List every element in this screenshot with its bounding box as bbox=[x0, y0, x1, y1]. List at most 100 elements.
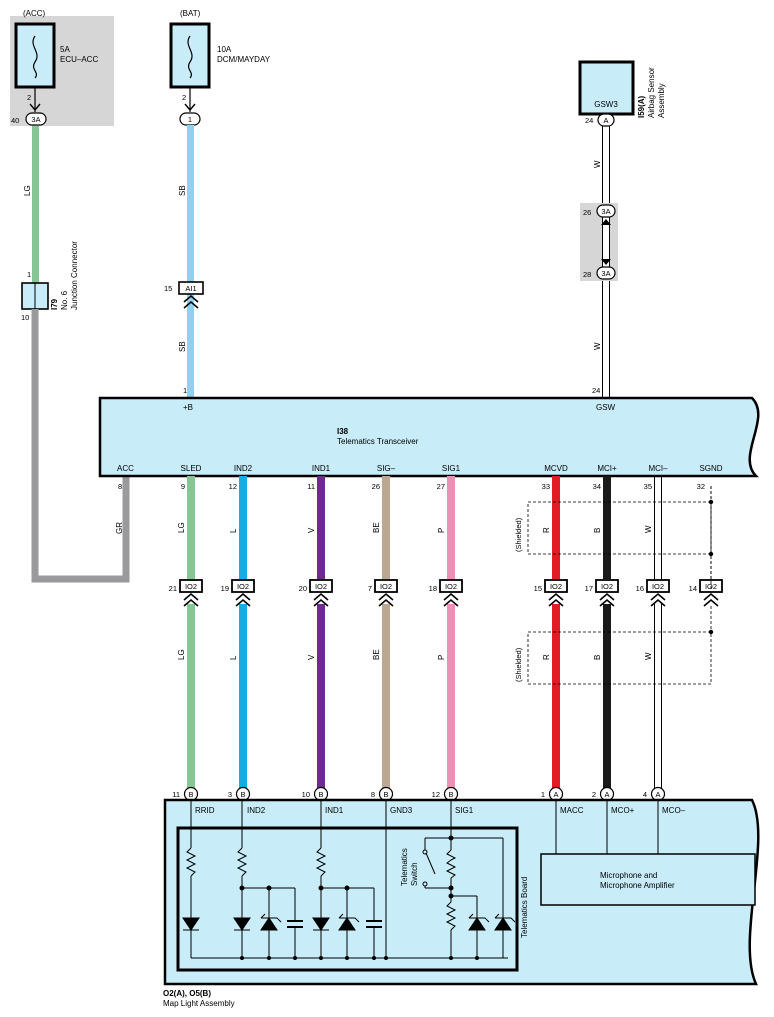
tx-acc-pin: 8 bbox=[118, 482, 122, 491]
tx-terminal-pin: 26 bbox=[372, 482, 380, 491]
connector-chevron-icon bbox=[183, 294, 199, 309]
ml-pin: 10 bbox=[302, 790, 310, 799]
wire-segment bbox=[239, 604, 247, 788]
wire-color-code: LG bbox=[177, 522, 186, 533]
io-pin: 20 bbox=[299, 584, 307, 593]
wire-color-code: L bbox=[229, 655, 238, 660]
junction-line2: Junction Connector bbox=[70, 241, 79, 310]
acc-fuse-amp: 5A bbox=[60, 45, 70, 54]
wire-segment bbox=[239, 476, 247, 579]
io-pin: 19 bbox=[221, 584, 229, 593]
wire-acc-gr bbox=[31, 309, 130, 583]
airbag-terminal: GSW3 bbox=[594, 100, 618, 109]
ai1-box bbox=[178, 281, 204, 295]
wire-gsw-code-2: W bbox=[593, 342, 602, 350]
ml-pin: 12 bbox=[432, 790, 440, 799]
bat-source: (BAT) 10A DCM/MAYDAY 2 1 bbox=[169, 9, 271, 126]
wire-segment bbox=[603, 476, 611, 579]
connector-chevron-icon bbox=[183, 592, 199, 607]
telematics-transceiver: +B GSW I38 Telematics Transceiver ACC 8 … bbox=[98, 396, 760, 491]
tx-terminal-label: MCI– bbox=[648, 464, 668, 473]
wire-acc-lg-code: LG bbox=[23, 185, 32, 196]
wire-color-code: P bbox=[437, 655, 446, 660]
gsw-3a-top-connector bbox=[596, 204, 616, 218]
wire-segment bbox=[603, 604, 611, 788]
gsw-3a-top-pin: 26 bbox=[583, 208, 591, 217]
wire-color-code: R bbox=[542, 527, 551, 533]
shield-lower: (Shielded) bbox=[514, 606, 714, 685]
gsw-3a-bot-pin: 28 bbox=[583, 270, 591, 279]
mic-label-2: Microphone Amplifier bbox=[600, 881, 675, 890]
io-connector bbox=[179, 579, 203, 593]
io-connector bbox=[544, 579, 568, 593]
microphone-amplifier bbox=[540, 853, 756, 906]
io-code: IO2 bbox=[652, 582, 664, 591]
connector-chevron-icon bbox=[235, 592, 251, 607]
ml-pin: 11 bbox=[172, 790, 180, 799]
acc-fuse-name: ECU–ACC bbox=[60, 55, 98, 64]
ml-pin: 4 bbox=[643, 790, 647, 799]
shielded-label-lower: (Shielded) bbox=[514, 647, 523, 682]
ml-code: B bbox=[448, 790, 453, 799]
junction-line1: No. 6 bbox=[60, 290, 69, 310]
ml-code: A bbox=[553, 790, 558, 799]
fuse-icon bbox=[187, 35, 193, 79]
io-pin: 18 bbox=[429, 584, 437, 593]
io-connector bbox=[231, 579, 255, 593]
ml-code: A bbox=[655, 790, 660, 799]
io-connector bbox=[595, 579, 619, 593]
wire-segment bbox=[447, 476, 455, 579]
tx-terminal-label: MCVD bbox=[544, 464, 568, 473]
acc-label: (ACC) bbox=[23, 9, 46, 18]
arrow-down-icon bbox=[601, 259, 611, 265]
connector-chevron-icon bbox=[378, 592, 394, 607]
ml-terminal-label: MCO– bbox=[662, 806, 686, 815]
tx-terminal-label: IND1 bbox=[312, 464, 331, 473]
io-pin: 7 bbox=[368, 584, 372, 593]
wire-acc-lg bbox=[32, 126, 39, 283]
wire-bat-sb bbox=[187, 125, 194, 398]
wire-segment bbox=[382, 604, 390, 788]
shield-box-upper bbox=[527, 501, 712, 555]
ai1-code: AI1 bbox=[185, 284, 196, 293]
io-code: IO2 bbox=[445, 582, 457, 591]
map-light-code: O2(A), O5(B) bbox=[163, 989, 211, 998]
shielded-label-upper: (Shielded) bbox=[514, 517, 523, 552]
io-pin: 17 bbox=[585, 584, 593, 593]
tx-plusb-label: +B bbox=[183, 403, 193, 412]
wire-bat-sb-code-1: SB bbox=[178, 185, 187, 196]
tx-terminal-label: SIG1 bbox=[442, 464, 461, 473]
tx-name: Telematics Transceiver bbox=[337, 437, 419, 446]
gsw-a-pin: 24 bbox=[585, 116, 593, 125]
wire-color-code: W bbox=[644, 525, 653, 533]
wire-segment bbox=[187, 476, 195, 579]
junction-connector: 1 10 I79 No. 6 Junction Connector bbox=[21, 241, 79, 322]
ml-terminal-label: SIG1 bbox=[455, 806, 474, 815]
tx-gsw-label: GSW bbox=[596, 403, 616, 412]
tx-terminal-label: IND2 bbox=[234, 464, 253, 473]
wire-color-code: V bbox=[307, 527, 316, 533]
wire-segment bbox=[187, 604, 195, 788]
ml-pin: 1 bbox=[541, 790, 545, 799]
wire-color-code: L bbox=[229, 528, 238, 533]
wire-color-code: B bbox=[593, 655, 602, 660]
airbag-line1: Airbag Sensor bbox=[647, 67, 656, 118]
tx-terminal-pin: 34 bbox=[593, 482, 601, 491]
shield-box-lower bbox=[527, 631, 712, 685]
ml-pin: 3 bbox=[228, 790, 232, 799]
junction-top-pin: 1 bbox=[27, 270, 31, 279]
ml-pin: 2 bbox=[592, 790, 596, 799]
tx-terminal-pin: 32 bbox=[697, 482, 705, 491]
telematics-board bbox=[176, 826, 519, 972]
ai1-pin: 15 bbox=[164, 284, 172, 293]
